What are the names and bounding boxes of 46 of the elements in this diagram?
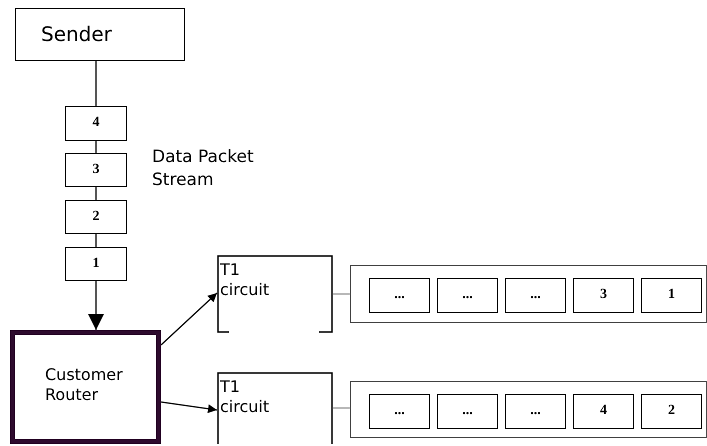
packet-queue-box	[350, 265, 707, 323]
packet-number: ...	[393, 286, 406, 304]
packet-box	[437, 278, 498, 313]
connector-line	[95, 187, 97, 200]
router-box	[10, 330, 161, 444]
packet-box	[437, 394, 498, 429]
packet-number: 1	[92, 255, 100, 272]
packet-number: 2	[667, 402, 676, 420]
arrow	[88, 281, 104, 330]
packet-box	[505, 394, 566, 429]
packet-number: 4	[599, 402, 608, 420]
packet-box	[369, 278, 430, 313]
connector-line	[95, 234, 97, 247]
node-label: T1 circuit	[220, 377, 270, 417]
packet-number: ...	[529, 286, 542, 304]
packet-box	[65, 247, 127, 281]
packet-box	[505, 278, 566, 313]
sender-box	[15, 8, 185, 61]
connector-line	[95, 141, 97, 153]
packet-box	[65, 200, 127, 234]
packet-box	[641, 394, 702, 429]
packet-number: 1	[667, 286, 676, 304]
packet-box	[641, 278, 702, 313]
packet-number: ...	[393, 402, 406, 420]
packet-number: 2	[92, 208, 100, 226]
stream-label: Data Packet Stream	[152, 146, 255, 192]
packet-box	[573, 278, 634, 313]
connector-line	[95, 61, 97, 106]
arrow	[160, 401, 218, 414]
packet-number: 3	[599, 286, 608, 304]
packet-number: ...	[529, 402, 542, 420]
packet-number: 4	[92, 114, 100, 132]
arrow	[160, 292, 218, 346]
packet-queue-box	[350, 381, 707, 438]
packet-number: ...	[461, 402, 474, 420]
packet-number: 3	[92, 161, 100, 178]
node-label: Sender	[41, 22, 112, 47]
packet-number: ...	[461, 286, 474, 304]
connector-line	[333, 293, 350, 295]
packet-box	[369, 394, 430, 429]
packet-box	[65, 106, 127, 141]
node-label: Customer Router	[45, 365, 124, 405]
connector-line	[333, 407, 350, 409]
packet-box	[65, 153, 127, 187]
node-label: T1 circuit	[220, 260, 270, 300]
packet-box	[573, 394, 634, 429]
